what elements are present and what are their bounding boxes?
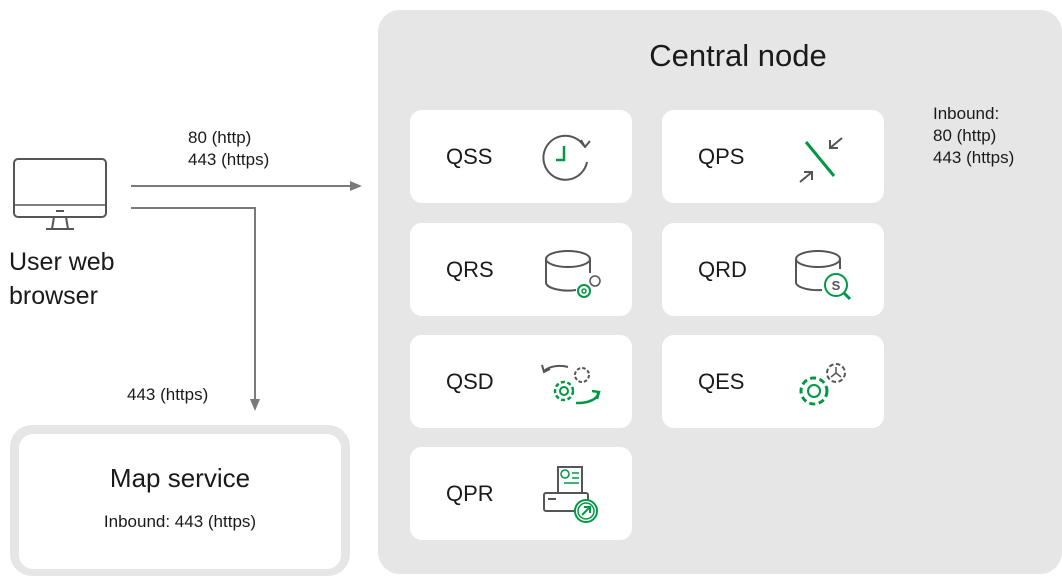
connector-to-map-service	[131, 207, 256, 400]
service-label: QRD	[698, 257, 747, 282]
service-card-qrs: QRS	[410, 223, 632, 316]
proxy-arrows-icon	[799, 137, 843, 183]
service-label: QSS	[446, 144, 493, 169]
client-label-line2: browser	[9, 282, 98, 310]
user-web-browser-label: User web browser	[9, 245, 115, 313]
scheduler-clock-icon	[542, 134, 591, 181]
arrowhead-to-map-service	[250, 399, 260, 411]
ports-to-map-service: 443 (https)	[127, 385, 209, 404]
inbound-port-http: 80 (http)	[933, 126, 997, 145]
client-label-line1: User web	[9, 248, 115, 276]
map-service-panel	[10, 425, 350, 576]
inbound-port-https: 443 (https)	[933, 148, 1015, 167]
service-label: QRS	[446, 257, 494, 282]
service-card-qpr: QPR	[410, 447, 632, 540]
map-service-title: Map service	[109, 463, 251, 493]
service-card-qes: QES	[662, 335, 884, 428]
service-label: QSD	[446, 369, 494, 394]
service-label: QES	[698, 369, 745, 394]
service-card-qsd: QSD	[410, 335, 632, 428]
service-card-qps: QPS	[662, 110, 884, 203]
svg-text:S: S	[832, 278, 841, 293]
service-dispatcher-gears-icon	[541, 364, 601, 405]
service-label: QPS	[698, 144, 745, 169]
repository-database-gears-icon	[545, 250, 601, 298]
engine-gears-icon	[799, 363, 846, 406]
central-node-title: Central node	[649, 38, 827, 73]
ports-to-central: 80 (http) 443 (https)	[188, 127, 269, 171]
port-https: 443 (https)	[188, 150, 270, 169]
printing-icon	[543, 466, 598, 523]
map-service-card	[19, 434, 341, 569]
service-label: QPR	[446, 481, 494, 506]
service-card-qss: QSS	[410, 110, 632, 203]
monitor-icon	[13, 158, 107, 230]
central-inbound-ports: Inbound: 80 (http) 443 (https)	[933, 103, 1014, 169]
map-service-inbound: Inbound: 443 (https)	[103, 512, 257, 531]
arrowhead-to-central	[350, 181, 362, 191]
port-http: 80 (http)	[188, 128, 252, 147]
inbound-label: Inbound:	[933, 104, 1000, 123]
repository-database-search-icon: S	[795, 250, 852, 301]
service-card-qrd: QRD S	[662, 223, 884, 316]
